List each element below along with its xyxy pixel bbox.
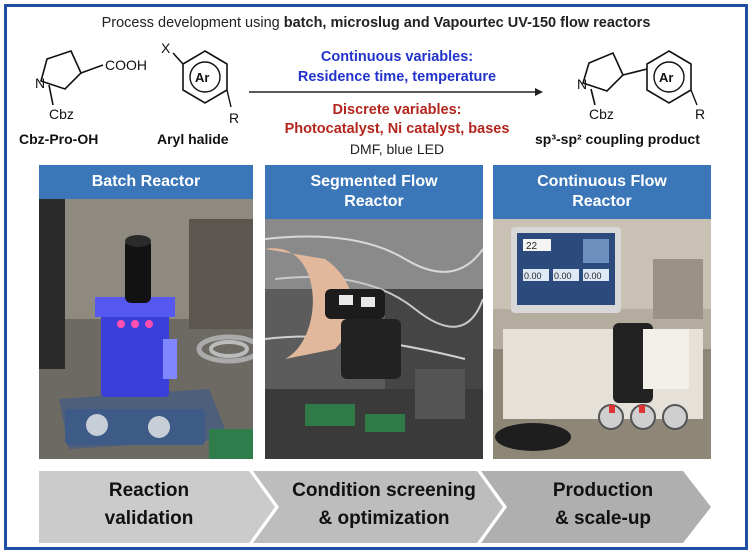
- stage-screening: Condition screening& optimization: [292, 480, 476, 529]
- screen-reading-2: 0.00: [554, 271, 572, 281]
- discrete-variables-body: Photocatalyst, Ni catalyst, bases: [284, 121, 510, 137]
- figure-frame: Process development using batch, microsl…: [4, 4, 748, 550]
- proline-structure: COOH N Cbz: [35, 50, 147, 122]
- x-label: X: [161, 40, 171, 56]
- process-chevrons: [39, 471, 711, 543]
- product-n-label: N: [577, 76, 587, 92]
- continuous-variables-title: Continuous variables:: [320, 49, 474, 65]
- ar-label: Ar: [195, 70, 209, 85]
- solvent-conditions: DMF, blue LED: [349, 141, 445, 157]
- reactant2-name: Aryl halide: [157, 131, 229, 147]
- stage-production: Production& scale-up: [552, 480, 654, 529]
- aryl-halide-structure: X Ar R: [161, 40, 239, 126]
- cbz-label: Cbz: [49, 106, 74, 122]
- screen-reading-1: 0.00: [524, 271, 542, 281]
- figure-title: Process development using batch, microsl…: [101, 15, 651, 31]
- continuous-flow-photo: 22 0.00 0.00 0.00: [493, 219, 711, 459]
- product-r-label: R: [695, 106, 705, 122]
- product-structure: N Cbz Ar R: [577, 50, 705, 122]
- reactant1-name: Cbz-Pro-OH: [19, 131, 99, 147]
- reaction-arrow: [249, 88, 543, 96]
- r-label: R: [229, 110, 239, 126]
- cooh-label: COOH: [105, 57, 147, 73]
- product-ar-label: Ar: [659, 70, 673, 85]
- segmented-flow-photo: [265, 219, 483, 459]
- product-cbz-label: Cbz: [589, 106, 614, 122]
- batch-reactor-photo: [39, 199, 253, 459]
- screen-top-value: 22: [526, 241, 538, 252]
- discrete-variables-title: Discrete variables:: [332, 102, 462, 118]
- continuous-variables-body: Residence time, temperature: [297, 69, 497, 85]
- screen-reading-3: 0.00: [584, 271, 602, 281]
- n-label: N: [35, 75, 45, 91]
- panel-header-batch: Batch Reactor: [39, 165, 253, 199]
- product-name: sp³-sp² coupling product: [535, 131, 700, 147]
